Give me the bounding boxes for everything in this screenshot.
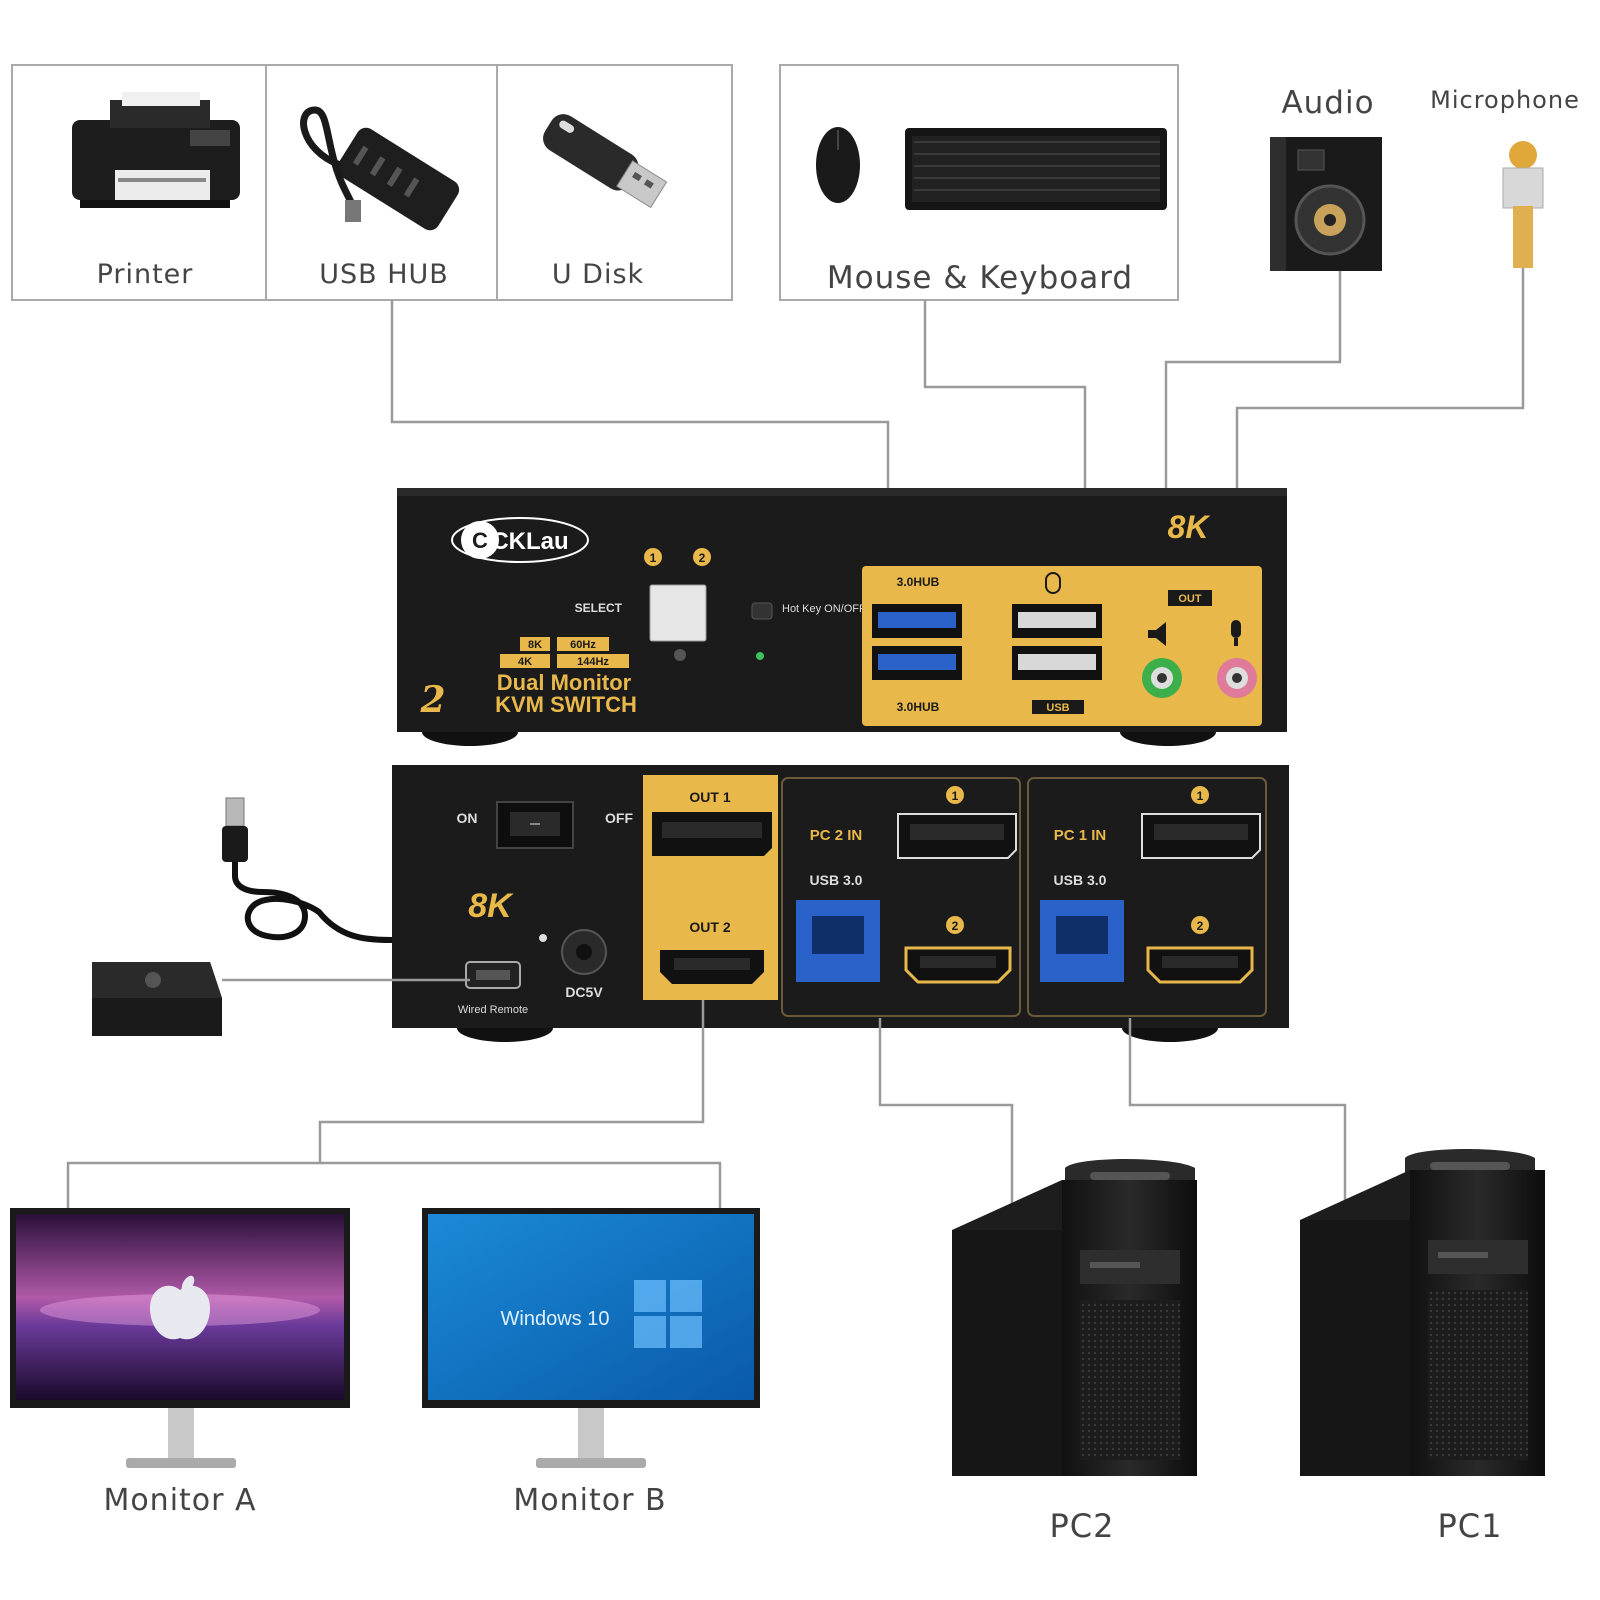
mouse-keyboard-label: Mouse & Keyboard xyxy=(827,260,1133,296)
select-button[interactable] xyxy=(649,584,707,642)
audio-jack xyxy=(1142,658,1182,698)
pc1-dp-number: 1 xyxy=(1197,789,1204,803)
product-line-1: Dual Monitor xyxy=(497,670,632,695)
usb2-port-top xyxy=(1012,604,1102,638)
out-2-label: OUT 2 xyxy=(689,919,730,935)
wired-remote-label: Wired Remote xyxy=(458,1004,528,1016)
usb-hub-port-label-top: 3.0HUB xyxy=(897,575,940,589)
dc-label: DC5V xyxy=(565,984,603,1000)
u-disk-label: U Disk xyxy=(552,259,644,290)
wire-monitor-outputs xyxy=(66,1000,705,1208)
power-on-label: ON xyxy=(457,810,478,826)
printer-icon xyxy=(72,92,240,208)
usb3-port-bottom xyxy=(872,646,962,680)
svg-text:1: 1 xyxy=(650,551,657,565)
keyboard-icon xyxy=(905,128,1167,210)
svg-text:60Hz: 60Hz xyxy=(570,639,596,651)
usb-hub-icon xyxy=(300,106,460,231)
power-off-label: OFF xyxy=(605,810,633,826)
usb-hub-label: USB HUB xyxy=(319,259,449,290)
audio-out-label-box xyxy=(1168,590,1212,606)
usb2-port-bottom xyxy=(1012,646,1102,680)
mouse-icon xyxy=(816,127,860,203)
pc2-hdmi-in xyxy=(904,946,1012,984)
pc2-displayport-in xyxy=(897,813,1017,859)
svg-text:144Hz: 144Hz xyxy=(577,656,609,668)
usb3-port-top xyxy=(872,604,962,638)
pc2-usb3-b-port xyxy=(796,900,880,982)
monitor-b-label: Monitor B xyxy=(513,1483,666,1518)
pc1-usb3-label: USB 3.0 xyxy=(1054,872,1107,888)
out-1-label: OUT 1 xyxy=(689,789,730,805)
pc1-hdmi-in xyxy=(1146,946,1254,984)
pc1-usb3-b-port xyxy=(1040,900,1124,982)
windows-text: Windows 10 xyxy=(501,1308,610,1330)
usb-cable-icon xyxy=(222,797,393,943)
wired-remote-icon xyxy=(92,962,222,1036)
port-count-mark: 2 xyxy=(419,679,445,721)
mouse-port-icon xyxy=(1045,572,1061,594)
dc-power-jack xyxy=(561,929,607,975)
pc2-dp-number: 1 xyxy=(952,789,959,803)
svg-text:C: C xyxy=(472,528,488,553)
spec-badges: 8K 60Hz 4K 144Hz xyxy=(500,637,629,668)
pc2-input-block xyxy=(781,777,1021,1017)
audio-out-label: OUT xyxy=(1178,593,1202,605)
product-line-2: KVM SWITCH xyxy=(495,692,637,717)
hotkey-toggle[interactable] xyxy=(751,602,773,620)
windows-logo-icon xyxy=(634,1280,702,1348)
pc2-label: PC2 xyxy=(1050,1507,1115,1545)
front-8k-badge: 8K xyxy=(1168,509,1212,545)
wire-pc1 xyxy=(1128,1018,1347,1205)
microphone-label: Microphone xyxy=(1430,86,1580,114)
pc2-tower-icon xyxy=(952,1159,1197,1476)
pc1-hdmi-number: 2 xyxy=(1197,919,1204,933)
displayport-out-1 xyxy=(652,812,772,856)
audio-label: Audio xyxy=(1281,85,1374,121)
monitor-a-label: Monitor A xyxy=(103,1483,256,1518)
pc1-label: PC1 xyxy=(1438,1507,1503,1545)
printer-label: Printer xyxy=(97,259,194,290)
svg-text:8K: 8K xyxy=(528,639,542,651)
svg-text:2: 2 xyxy=(699,551,706,565)
port-indicator-2: 2 xyxy=(693,548,711,566)
led-indicator xyxy=(674,649,686,661)
select-label: SELECT xyxy=(575,601,623,615)
hotkey-led xyxy=(756,652,764,660)
port-indicator-1: 1 xyxy=(644,548,662,566)
microphone-icon xyxy=(1502,141,1544,268)
hotkey-label: Hot Key ON/OFF xyxy=(782,603,866,615)
usb-hub-port-label-bottom: 3.0HUB xyxy=(897,700,940,714)
usb-flash-drive-icon xyxy=(543,114,668,209)
pc1-displayport-in xyxy=(1141,813,1261,859)
wire-pc2 xyxy=(878,1018,1014,1205)
rear-8k-badge: 8K xyxy=(468,887,514,925)
svg-text:CKLau: CKLau xyxy=(491,528,568,555)
pc1-input-block xyxy=(1027,777,1267,1017)
mic-jack xyxy=(1217,658,1257,698)
pc2-in-label: PC 2 IN xyxy=(810,827,863,844)
mic-port-icon xyxy=(1231,620,1241,646)
wire-monitor-b xyxy=(320,1161,722,1208)
pc2-hdmi-number: 2 xyxy=(952,919,959,933)
wired-remote-port xyxy=(465,961,521,989)
monitor-a-icon xyxy=(10,1208,350,1468)
speaker-port-icon xyxy=(1148,622,1166,646)
brand-logo: C CKLau xyxy=(451,517,589,563)
pc2-usb3-label: USB 3.0 xyxy=(810,872,863,888)
mouse-kb-port-label-box xyxy=(1032,700,1084,714)
mouse-kb-port-label: USB xyxy=(1046,702,1069,714)
svg-text:4K: 4K xyxy=(518,656,532,668)
pc1-in-label: PC 1 IN xyxy=(1054,827,1107,844)
status-led xyxy=(539,934,547,942)
pc1-tower-icon xyxy=(1300,1149,1545,1476)
power-switch[interactable] xyxy=(496,801,574,849)
hdmi-out-2 xyxy=(660,950,764,984)
speaker-icon xyxy=(1270,137,1382,271)
monitor-b-icon: Windows 10 xyxy=(422,1208,760,1468)
